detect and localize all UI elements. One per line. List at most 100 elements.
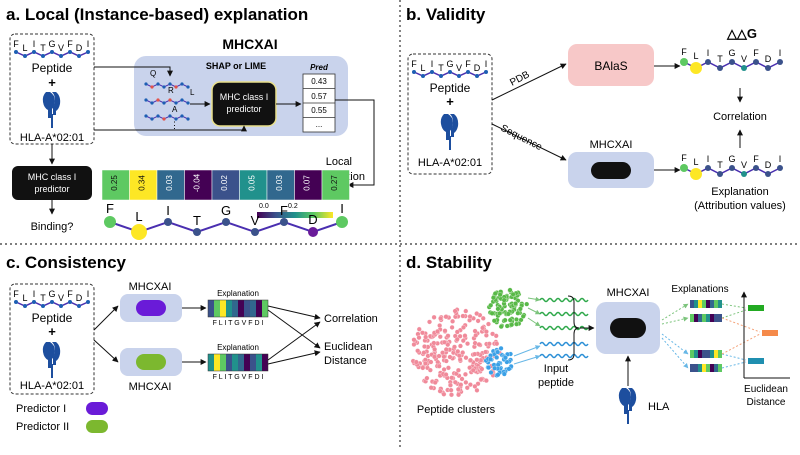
heatmap-value: 0.25 bbox=[110, 175, 119, 191]
predictor-label-a-1: MHC class I bbox=[220, 92, 269, 102]
perturbed-dot bbox=[180, 98, 184, 102]
residue-letter: I bbox=[340, 201, 344, 216]
residue-dot bbox=[164, 218, 172, 226]
green-arrow bbox=[527, 317, 541, 327]
fan-link bbox=[721, 317, 761, 333]
cluster-peptide bbox=[486, 321, 491, 327]
cluster-peptide bbox=[495, 372, 501, 378]
explanation-bar-c2 bbox=[207, 353, 269, 372]
cluster-peptide bbox=[428, 385, 434, 391]
residue-letter: G bbox=[48, 289, 55, 299]
arrow-peptide-to-shap bbox=[94, 66, 173, 77]
residue-dot bbox=[690, 62, 702, 74]
perturbed-dot bbox=[156, 114, 160, 118]
pred-value: 0.57 bbox=[311, 92, 327, 101]
box-orange bbox=[762, 330, 778, 336]
arrow-corr-1 bbox=[267, 305, 321, 320]
cluster-peptide bbox=[492, 365, 498, 371]
panel-c-title: c. Consistency bbox=[6, 253, 127, 272]
residue-dot bbox=[705, 165, 711, 171]
cluster-peptide bbox=[455, 367, 461, 373]
cluster-peptide bbox=[457, 343, 463, 349]
cluster-peptide bbox=[502, 317, 508, 323]
explanation-label-b: Explanation bbox=[711, 186, 769, 198]
heatmap-value: 0.27 bbox=[330, 175, 339, 191]
explanation-bar-cell bbox=[214, 354, 220, 371]
residue-dot bbox=[680, 164, 688, 172]
cluster-peptide bbox=[509, 322, 515, 328]
cluster-peptide bbox=[483, 349, 488, 355]
cluster-peptide bbox=[501, 297, 507, 303]
residue-dot bbox=[680, 58, 688, 66]
cluster-peptide bbox=[427, 319, 432, 325]
cluster-peptide bbox=[436, 363, 442, 369]
residue-dot bbox=[222, 218, 230, 226]
perturbed-dot bbox=[150, 117, 154, 121]
input-label-2: peptide bbox=[538, 377, 574, 389]
mhcxai-label-c1: MHCXAI bbox=[129, 281, 172, 293]
cluster-peptide bbox=[472, 328, 478, 334]
expl-bar-cell bbox=[698, 350, 702, 358]
peptide-label-a: Peptide bbox=[32, 61, 73, 75]
seq-text-c2: F L I T G V F D I bbox=[213, 374, 264, 381]
residue-dot bbox=[41, 304, 45, 308]
fan-link bbox=[721, 309, 747, 319]
peptide-label-c: Peptide bbox=[32, 311, 73, 325]
residue-letter: L bbox=[135, 209, 142, 224]
cluster-peptide bbox=[427, 367, 433, 373]
cluster-peptide bbox=[510, 291, 516, 297]
fan-arrows bbox=[661, 303, 761, 369]
predictor-i-pill bbox=[136, 300, 166, 316]
cluster-peptide bbox=[432, 380, 438, 385]
residue-dot bbox=[717, 65, 723, 71]
attribution-label: (Attribution values) bbox=[694, 200, 786, 212]
balas-box bbox=[568, 44, 654, 86]
cluster-peptide bbox=[491, 318, 497, 324]
explanation-bar-cell bbox=[244, 300, 250, 317]
predictor-box-a2 bbox=[12, 166, 92, 200]
input-box-c bbox=[9, 283, 95, 395]
residue-dot bbox=[439, 74, 443, 78]
cluster-peptide bbox=[432, 354, 437, 360]
residue-dot bbox=[717, 171, 723, 177]
perturbed-dot bbox=[156, 98, 160, 102]
expl-bar-cell bbox=[706, 300, 710, 308]
residue-dot bbox=[430, 70, 434, 74]
arrow-to-predictor-ii bbox=[93, 339, 119, 363]
cluster-peptide bbox=[458, 382, 464, 388]
residue-letter: F bbox=[106, 201, 114, 216]
pert-letter-a: A bbox=[172, 105, 178, 114]
residue-letter: F bbox=[681, 153, 687, 163]
residue-dot bbox=[23, 304, 27, 308]
cluster-peptide bbox=[449, 324, 455, 330]
cluster-peptide bbox=[420, 365, 426, 371]
euclidean-label-c2: Distance bbox=[324, 355, 367, 367]
perturbed-dot bbox=[174, 101, 178, 105]
perturbed-dot bbox=[168, 114, 172, 118]
mhcxai-label-a: MHCXAI bbox=[222, 36, 277, 52]
euclidean-label-d1: Euclidean bbox=[744, 384, 788, 395]
residue-letter: D bbox=[474, 63, 481, 73]
panel-b-title: b. Validity bbox=[406, 5, 486, 24]
heatmap-cell bbox=[266, 169, 295, 201]
cluster-peptide bbox=[413, 359, 419, 365]
green-cluster bbox=[486, 287, 530, 330]
residue-letter: F bbox=[67, 39, 73, 49]
cluster-peptide bbox=[416, 335, 422, 341]
hla-icon bbox=[440, 114, 459, 150]
explanation-bar-cell bbox=[250, 354, 256, 371]
plus-a: + bbox=[48, 75, 56, 90]
arrow-corr-2 bbox=[267, 321, 321, 361]
cluster-peptide bbox=[468, 357, 473, 363]
panel-a-title: a. Local (Instance-based) explanation bbox=[6, 5, 308, 24]
expl-bar-cell bbox=[694, 314, 698, 322]
heatmap-value: -0.04 bbox=[193, 173, 202, 192]
cluster-peptide bbox=[488, 302, 494, 308]
cluster-peptide bbox=[423, 334, 429, 340]
residue-dot bbox=[336, 216, 348, 228]
cluster-peptide bbox=[480, 315, 486, 321]
residue-letter: L bbox=[420, 63, 425, 73]
